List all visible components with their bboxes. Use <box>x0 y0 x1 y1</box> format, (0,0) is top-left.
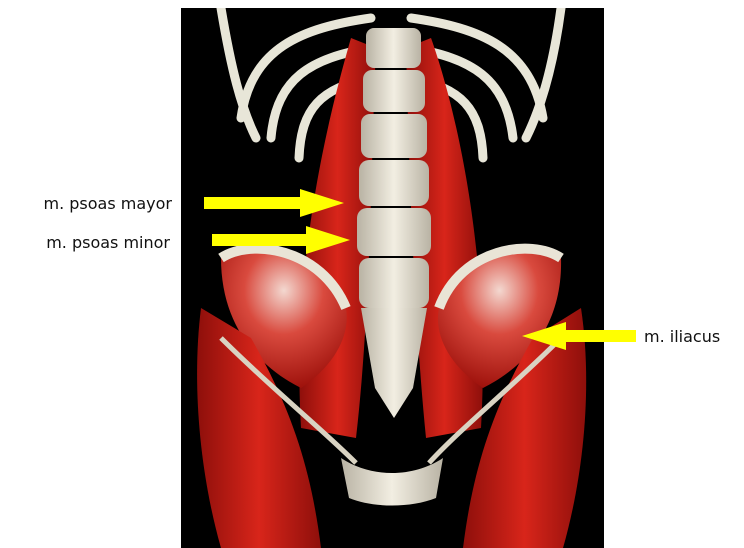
arrow-iliacus <box>522 322 636 350</box>
pubic-symphysis <box>341 458 443 506</box>
arrow-psoas-major <box>204 189 344 217</box>
label-psoas-minor: m. psoas minor <box>46 233 170 253</box>
label-iliacus: m. iliacus <box>644 327 720 347</box>
label-psoas-major: m. psoas mayor <box>44 194 173 214</box>
anatomy-illustration <box>181 8 604 548</box>
arrow-psoas-minor <box>212 226 350 254</box>
pelvis-muscles-image <box>181 8 604 548</box>
